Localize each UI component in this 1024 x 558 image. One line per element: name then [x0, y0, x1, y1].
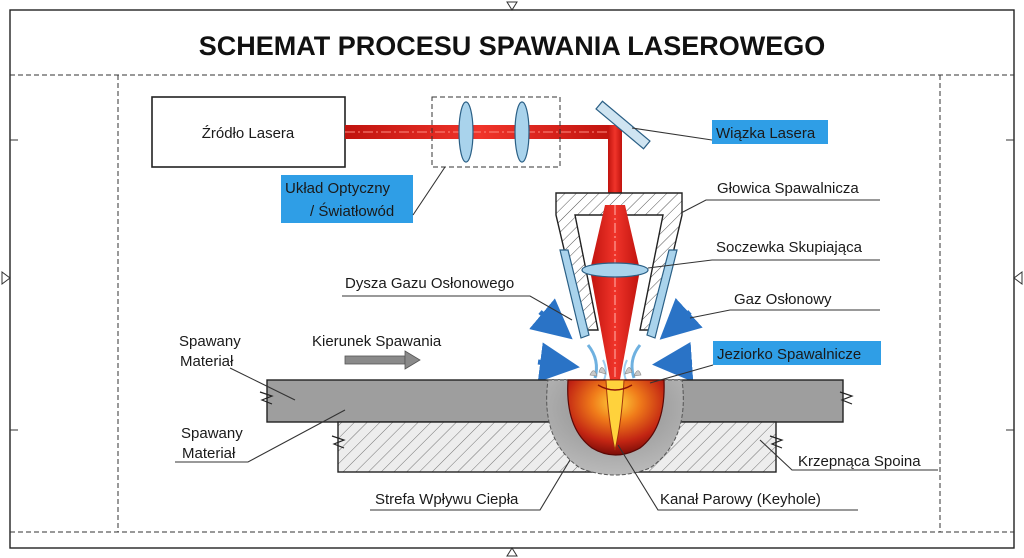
label-solidifying-weld: Krzepnąca Spoina	[798, 453, 921, 470]
label-focusing-lens: Soczewka Skupiająca	[716, 239, 863, 256]
shielding-gas-arrows	[529, 298, 703, 383]
label-laser-source: Źródło Lasera	[202, 125, 295, 142]
keyhole	[605, 379, 625, 451]
mirror	[595, 100, 651, 150]
label-haz: Strefa Wpływu Ciepła	[375, 491, 519, 508]
laser-beam-vertical	[608, 125, 622, 210]
laser-source-box	[151, 96, 346, 168]
label-gas-nozzle: Dysza Gazu Osłonowego	[345, 275, 514, 292]
spatter	[589, 367, 642, 377]
optics-box	[431, 96, 561, 168]
label-material-top-line1: Spawany	[179, 333, 241, 350]
label-weld-pool: Jeziorko Spawalnicze	[717, 346, 861, 363]
label-material-bottom-line1: Spawany	[181, 425, 243, 442]
label-laser-beam: Wiązka Lasera	[716, 125, 816, 142]
highlight-weld-pool	[713, 341, 881, 365]
label-material-top-line2: Materiał	[180, 353, 234, 370]
label-optics-line1: Układ Optyczny	[285, 180, 391, 197]
label-optics-line2: / Światłowód	[310, 202, 394, 220]
label-material-bottom-line2: Materiał	[182, 445, 236, 462]
label-welding-direction: Kierunek Spawania	[312, 333, 442, 350]
label-keyhole: Kanał Parowy (Keyhole)	[660, 491, 821, 508]
diagram-title: SCHEMAT PROCESU SPAWANIA LASEROWEGO	[199, 31, 826, 61]
highlight-optics	[281, 175, 413, 223]
lens-2	[514, 101, 530, 163]
gas-nozzle-right	[646, 249, 678, 339]
gas-nozzle-left	[559, 249, 590, 339]
highlight-laser-beam	[712, 120, 828, 144]
label-welding-head: Głowica Spawalnicza	[717, 180, 859, 197]
label-shielding-gas: Gaz Osłonowy	[734, 291, 832, 308]
welding-direction-arrow	[344, 350, 421, 370]
lens-1	[458, 101, 474, 163]
focusing-lens	[581, 262, 649, 278]
